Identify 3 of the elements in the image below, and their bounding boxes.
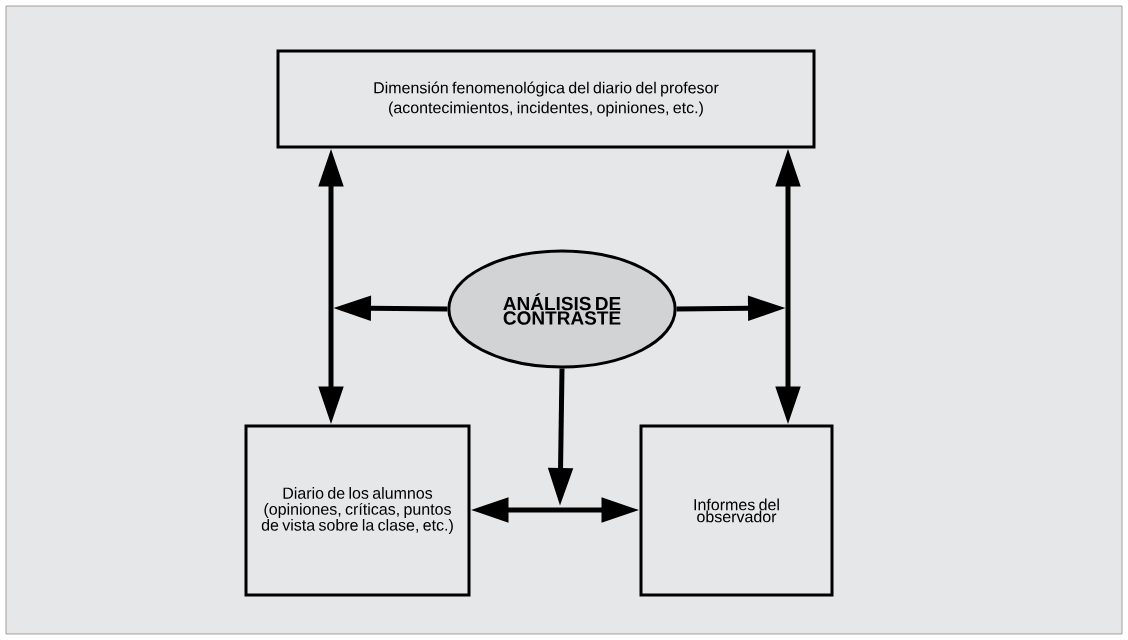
process-box: Dimensión fenomenológica del diario del profesor (acontecimientos, incidentes, opiniones, etc.)	[276, 49, 816, 149]
process-box: Informes del observador	[639, 424, 834, 597]
process-box: Diario de los alumnos (opiniones, críticas, puntos de vista sobre la clase, etc.)	[244, 424, 471, 597]
